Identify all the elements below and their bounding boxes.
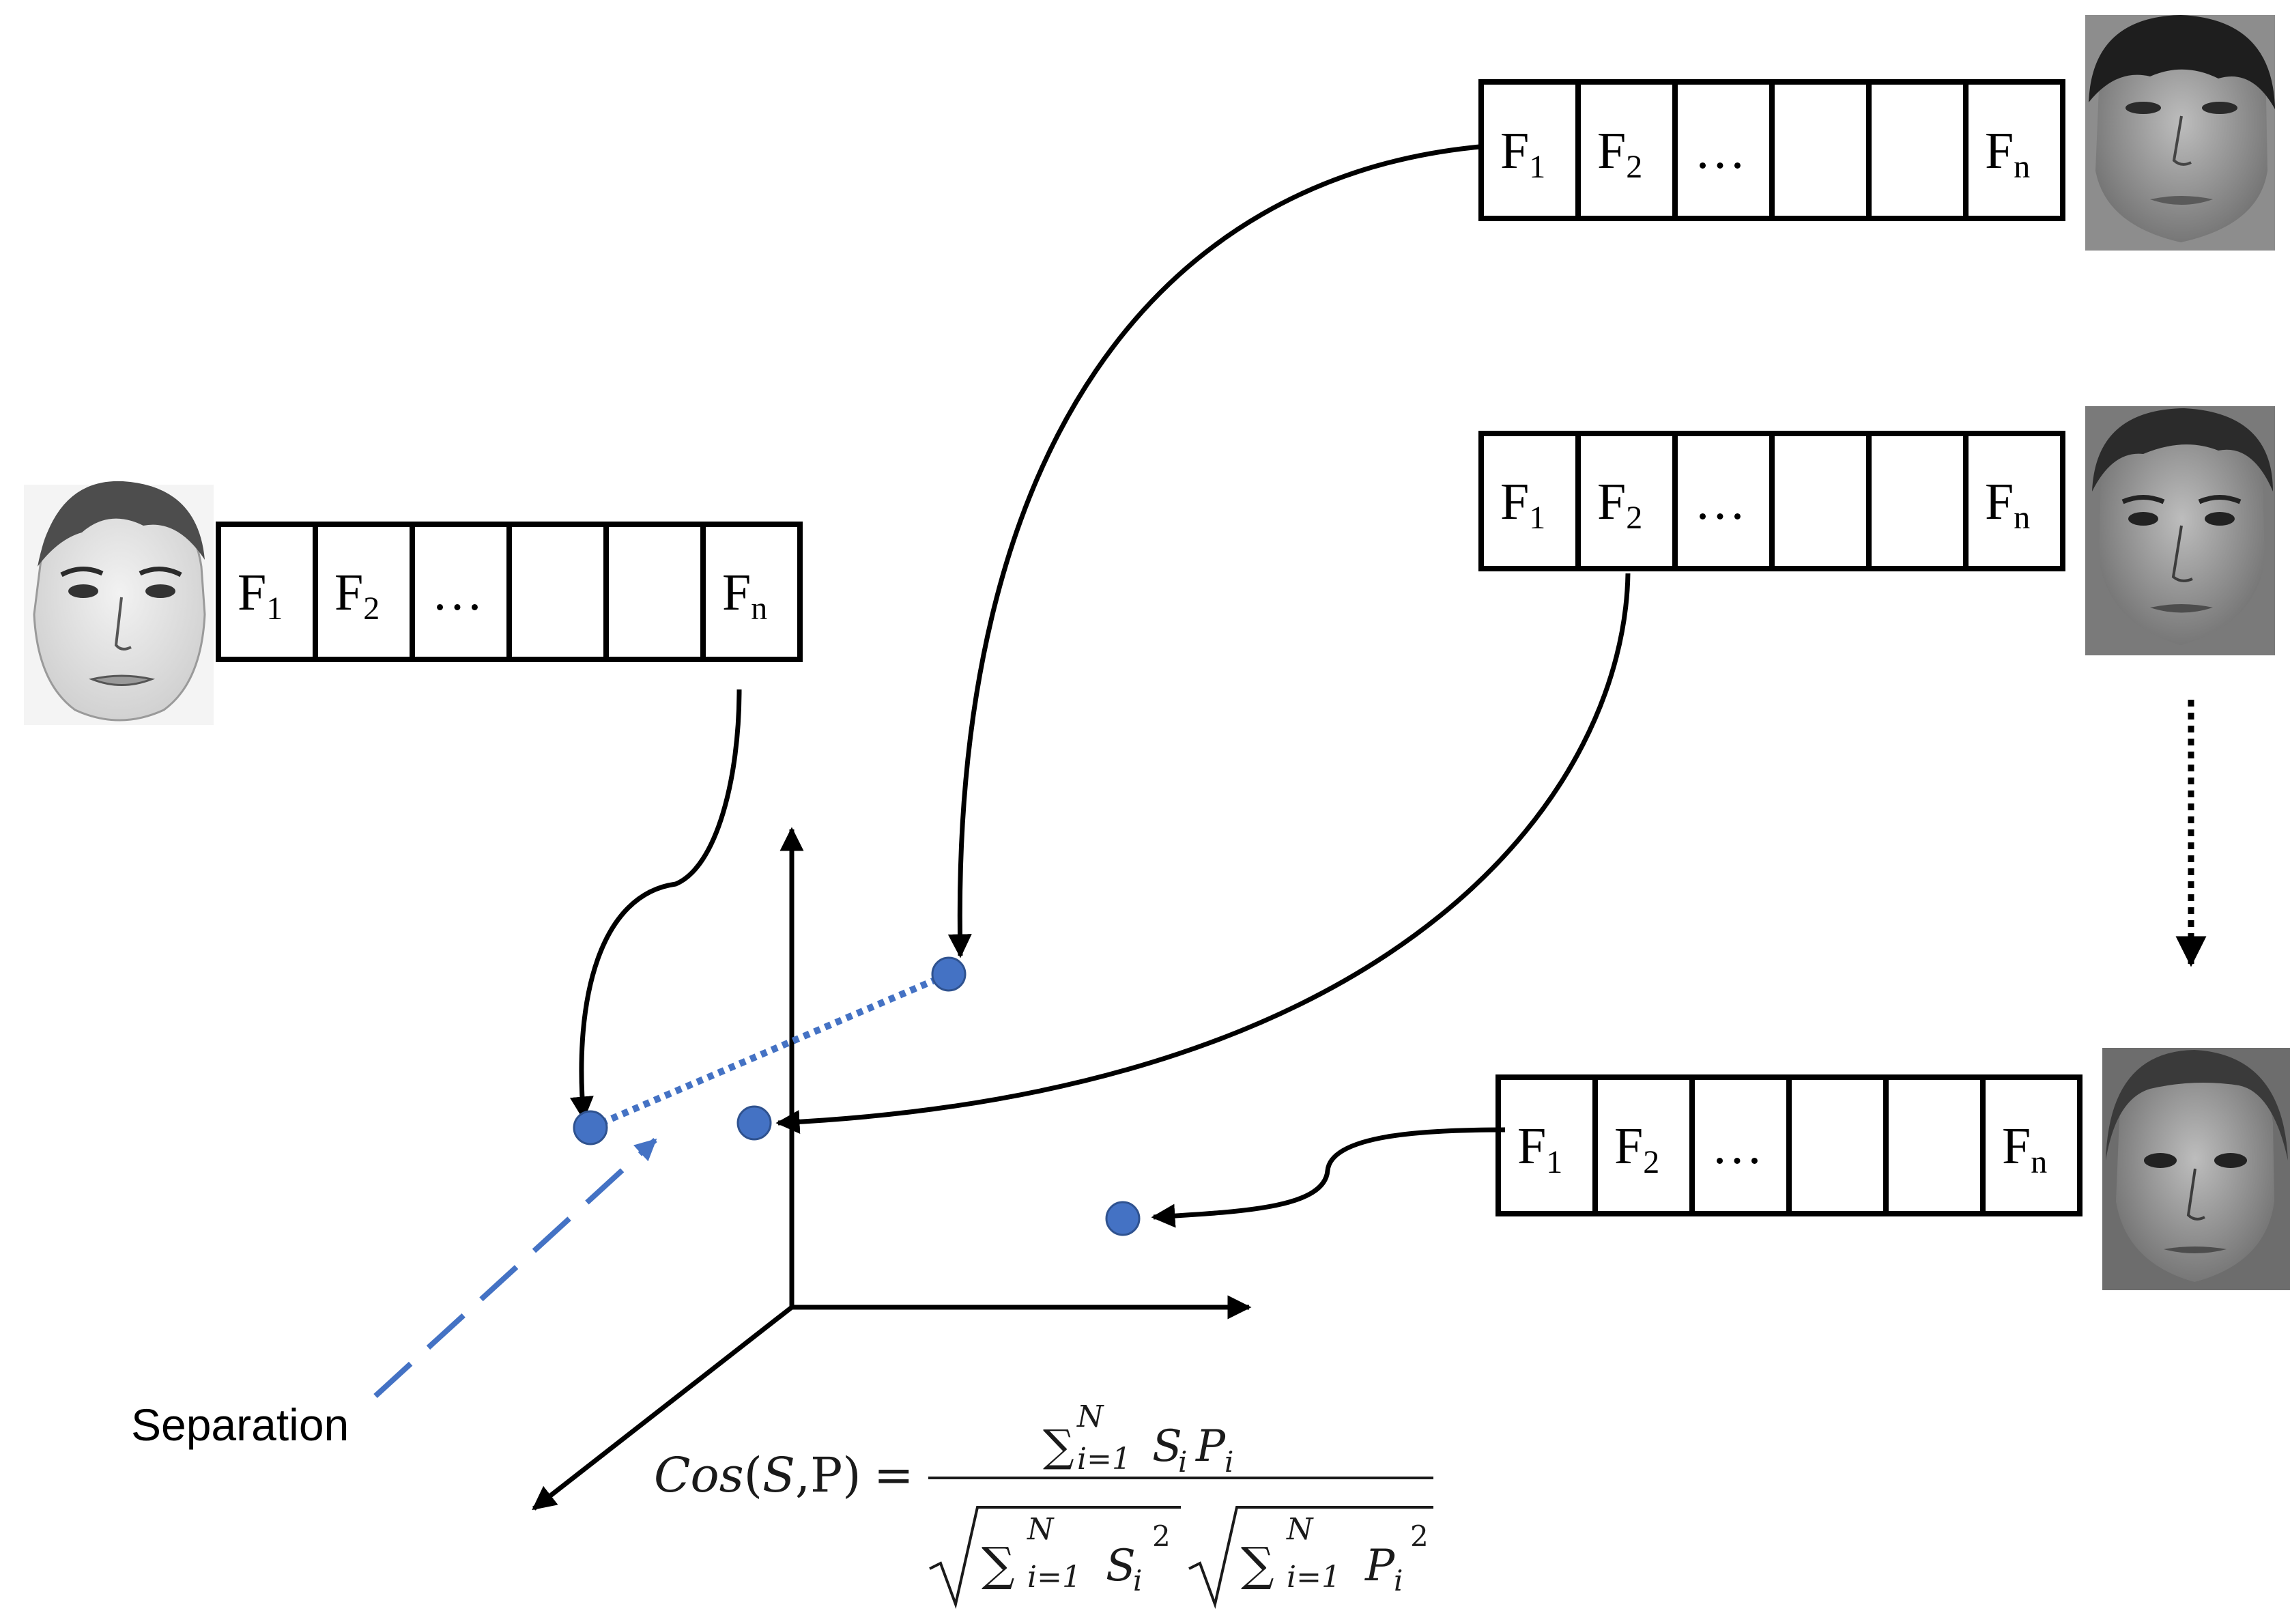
photo-vector-3: F1 F2 … Fn xyxy=(1495,1074,2083,1216)
photo-face-1 xyxy=(2085,15,2275,251)
feature-cell xyxy=(1786,1074,1889,1216)
feature-cell xyxy=(1769,79,1872,221)
photo-vector-1: F1 F2 … Fn xyxy=(1478,79,2065,221)
feature-cell xyxy=(1980,1074,2083,1216)
feature-cell xyxy=(1866,431,1969,571)
feature-cell xyxy=(1769,431,1872,571)
feature-cell xyxy=(1963,79,2065,221)
svg-text:S: S xyxy=(1106,1541,1136,1591)
feature-label: F1 xyxy=(1500,473,1545,536)
feature-cell xyxy=(216,522,318,662)
feature-cell xyxy=(1592,1074,1695,1216)
svg-text:P: P xyxy=(1195,1421,1226,1472)
svg-text:i=1: i=1 xyxy=(1027,1560,1081,1595)
feature-label: … xyxy=(431,564,483,621)
feature-label: F1 xyxy=(238,564,283,627)
feature-cell xyxy=(313,522,415,662)
svg-text:∑: ∑ xyxy=(1241,1538,1274,1592)
feature-cell xyxy=(603,522,706,662)
z-axis xyxy=(532,1305,794,1511)
formula-numerator: ∑ N i=1 S i P i xyxy=(1043,1399,1233,1479)
svg-text:N: N xyxy=(1286,1512,1314,1547)
svg-text:i=1: i=1 xyxy=(1287,1560,1341,1595)
svg-text:i: i xyxy=(1133,1564,1142,1597)
separation-dotted-line xyxy=(589,971,950,1131)
svg-text:i: i xyxy=(1225,1445,1233,1479)
sketch-vector: F1 F2 … Fn xyxy=(216,522,803,662)
feature-cell xyxy=(1963,431,2065,571)
point-photo-2 xyxy=(736,1105,772,1141)
svg-text:N: N xyxy=(1076,1399,1104,1434)
feature-cell xyxy=(1672,79,1775,221)
feature-label: Fn xyxy=(2002,1117,2047,1180)
separation-dashed-arrow xyxy=(373,1138,657,1398)
feature-label: Fn xyxy=(1985,473,2030,536)
svg-text:∑: ∑ xyxy=(982,1538,1015,1592)
feature-label: Fn xyxy=(1985,122,2030,185)
svg-text:i: i xyxy=(1178,1445,1187,1479)
feature-cell xyxy=(700,522,803,662)
connectors xyxy=(569,144,2207,1228)
formula-denominator: ∑ N i=1 S i 2 ∑ N i=1 P i 2 xyxy=(929,1506,1433,1610)
axes xyxy=(532,827,1252,1511)
feature-cell xyxy=(1575,431,1678,571)
svg-text:2: 2 xyxy=(1152,1520,1171,1553)
feature-label: F2 xyxy=(1597,473,1642,536)
feature-cell xyxy=(1478,79,1581,221)
connector-sketch-to-point xyxy=(569,689,742,1121)
svg-text:i=1: i=1 xyxy=(1077,1442,1131,1477)
connector-photo2-to-point xyxy=(775,573,1631,1134)
separation-label: Separation xyxy=(131,1399,349,1450)
photo-vector-2: F1 F2 … Fn xyxy=(1478,431,2065,571)
photo-face-3 xyxy=(2102,1048,2290,1290)
feature-cell xyxy=(506,522,609,662)
feature-cell xyxy=(1672,431,1775,571)
svg-text:S: S xyxy=(1152,1421,1182,1472)
connector-photo3-to-point xyxy=(1151,1127,1506,1228)
svg-text:i: i xyxy=(1394,1564,1403,1597)
feature-cell xyxy=(1883,1074,1986,1216)
point-photo-1 xyxy=(931,956,967,992)
feature-cell xyxy=(1866,79,1969,221)
feature-label: F2 xyxy=(1614,1117,1659,1180)
connector-photo1-to-point xyxy=(947,144,1480,958)
sketch-face xyxy=(24,481,214,725)
formula-lhs: Cos(S,P) xyxy=(654,1447,861,1503)
svg-text:P: P xyxy=(1364,1541,1395,1591)
feature-label: … xyxy=(1694,473,1746,530)
sqrt-symbol-p xyxy=(1188,1506,1433,1610)
separation: Separation xyxy=(131,971,950,1450)
feature-label: … xyxy=(1711,1117,1763,1175)
point-photo-3 xyxy=(1105,1201,1141,1236)
feature-label: … xyxy=(1694,122,1746,180)
feature-label: F1 xyxy=(1500,122,1545,185)
point-sketch xyxy=(573,1110,608,1145)
sqrt-symbol-s xyxy=(929,1506,1181,1610)
svg-text:∑: ∑ xyxy=(1043,1421,1074,1472)
feature-label: Fn xyxy=(722,564,767,627)
feature-label: F2 xyxy=(1597,122,1642,185)
feature-label: F2 xyxy=(334,564,380,627)
feature-cell xyxy=(1495,1074,1598,1216)
data-points xyxy=(573,956,1141,1236)
cosine-formula: Cos(S,P) = ∑ N i=1 S i P i ∑ N i=1 S i 2… xyxy=(654,1399,1433,1610)
svg-text:2: 2 xyxy=(1410,1520,1429,1553)
feature-cell xyxy=(1478,431,1581,571)
feature-label: F1 xyxy=(1517,1117,1562,1180)
feature-cell xyxy=(410,522,512,662)
photo-face-2 xyxy=(2085,406,2275,655)
formula-equals: = xyxy=(874,1447,914,1503)
svg-text:N: N xyxy=(1027,1512,1055,1547)
